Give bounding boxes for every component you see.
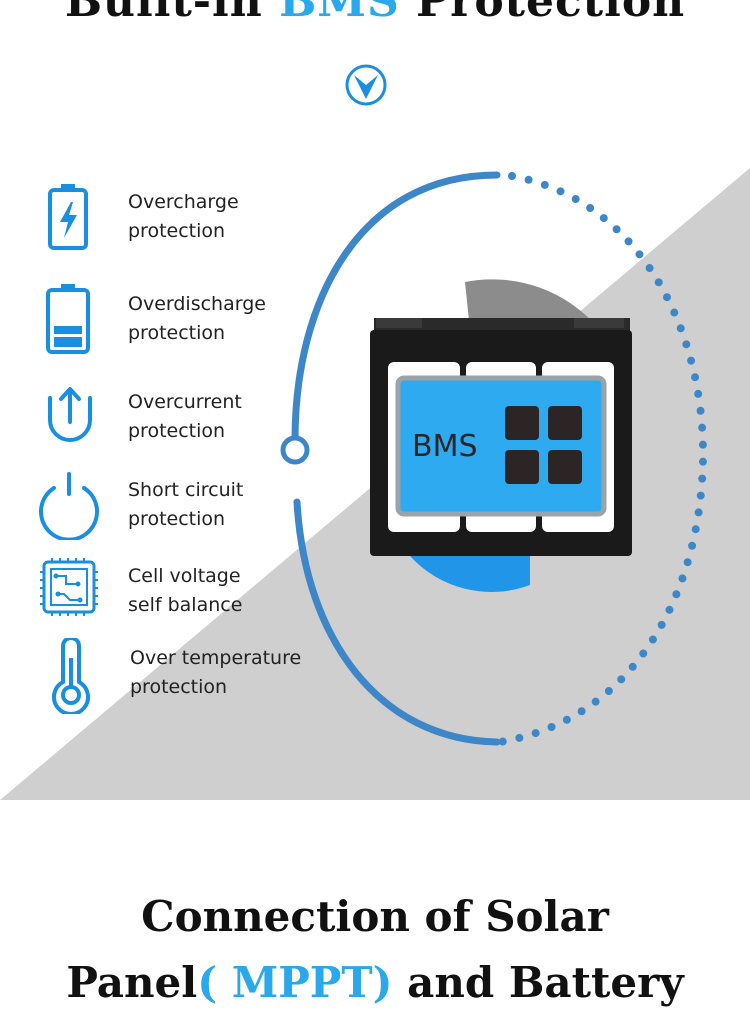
feature-line1: Overdischarge [128, 293, 266, 315]
arc-node [280, 435, 310, 465]
solid-arc-top [291, 171, 501, 444]
feature-label: Over temperature protection [130, 644, 301, 702]
solid-arc-bottom [293, 498, 501, 746]
chip-icon [40, 558, 98, 616]
title-text-post: Protection [399, 0, 686, 27]
bms-diagram: BMS [280, 171, 708, 746]
feature-overcurrent: Overcurrent protection [0, 382, 360, 452]
feature-label: Overdischarge protection [128, 290, 266, 348]
feature-over-temperature: Over temperature protection [0, 638, 360, 714]
feature-line1: Overcharge [128, 191, 239, 213]
title-text-pre: Built-in [64, 0, 280, 27]
title-text-accent: BMS [279, 0, 400, 27]
feature-line1: Over temperature [130, 647, 302, 669]
feature-line2: protection [130, 676, 228, 698]
section-title-line2-post: and Battery [392, 958, 684, 1007]
feature-cell-balance: Cell voltage self balance [0, 556, 360, 626]
feature-line2: protection [128, 420, 226, 442]
feature-line2: protection [128, 508, 226, 530]
feature-line1: Cell voltage [128, 565, 241, 587]
section-title: Connection of Solar Panel( MPPT) and Bat… [0, 884, 750, 1016]
feature-line2: self balance [128, 594, 243, 616]
section-title-line2: Panel( MPPT) and Battery [66, 958, 683, 1007]
feature-label: Overcurrent protection [128, 388, 242, 446]
page-title: Built-in BMS Protection [0, 0, 750, 27]
feature-overcharge: Overcharge protection [0, 182, 360, 252]
feature-overdischarge: Overdischarge protection [0, 284, 360, 354]
dotted-arc [496, 172, 708, 746]
bms-label: BMS [412, 429, 478, 464]
battery-charging-icon [48, 184, 88, 250]
feature-line2: protection [128, 322, 226, 344]
section-title-line2-accent: ( MPPT) [197, 958, 393, 1007]
feature-short-circuit: Short circuit protection [0, 470, 360, 540]
feature-label: Overcharge protection [128, 188, 239, 246]
power-icon [39, 472, 99, 540]
section-title-line1: Connection of Solar [141, 892, 609, 941]
current-arrow-icon [48, 387, 92, 442]
feature-line2: protection [128, 220, 226, 242]
feature-line1: Overcurrent [128, 391, 242, 413]
blue-half-disc [410, 556, 530, 592]
feature-label: Cell voltage self balance [128, 562, 242, 620]
gray-half-disc [465, 279, 600, 330]
feature-label: Short circuit protection [128, 476, 243, 534]
battery-module: BMS [370, 318, 632, 556]
thermometer-icon [52, 638, 90, 714]
section-title-line2-pre: Panel [66, 958, 198, 1007]
battery-low-icon [46, 284, 90, 354]
chevron-down-icon [345, 64, 387, 106]
feature-line1: Short circuit [128, 479, 244, 501]
